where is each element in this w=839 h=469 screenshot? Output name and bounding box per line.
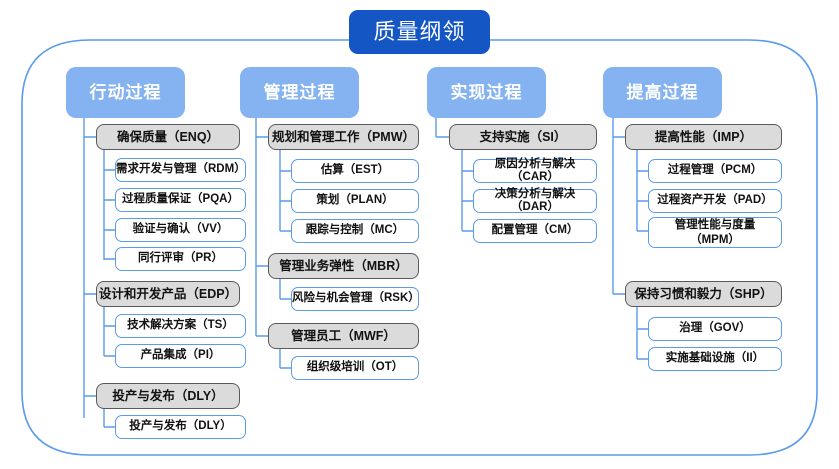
leaf-box-dly[interactable]: 投产与发布（DLY） — [115, 415, 246, 439]
col1-group1-spine — [103, 148, 115, 260]
col4-group1-spine — [636, 148, 648, 232]
col2-group2-spine — [279, 277, 291, 300]
column-header-improvement-process[interactable]: 提高过程 — [603, 67, 722, 118]
group-box-shp[interactable]: 保持习惯和毅力（SHP） — [625, 281, 782, 307]
leaf-box-vv[interactable]: 验证与确认（VV） — [115, 218, 246, 242]
leaf-box-pi[interactable]: 产品集成（PI） — [115, 344, 246, 368]
group-box-mwf[interactable]: 管理员工（MWF） — [268, 323, 419, 349]
column-header-action-process[interactable]: 行动过程 — [66, 67, 185, 118]
diagram-root-title: 质量纲领 — [349, 10, 490, 54]
column-header-management-process[interactable]: 管理过程 — [240, 67, 359, 118]
leaf-box-ii[interactable]: 实施基础设施（II） — [648, 347, 782, 371]
col1-group3-spine — [103, 407, 115, 428]
group-box-pmw[interactable]: 规划和管理工作（PMW） — [268, 124, 419, 150]
leaf-box-pr[interactable]: 同行评审（PR） — [115, 247, 246, 271]
group-box-mbr[interactable]: 管理业务弹性（MBR） — [268, 253, 419, 279]
leaf-box-pad[interactable]: 过程资产开发（PAD） — [648, 189, 782, 213]
leaf-box-rdm[interactable]: 需求开发与管理（RDM） — [115, 158, 246, 182]
col4-spine — [612, 118, 625, 295]
group-box-enq[interactable]: 确保质量（ENQ） — [96, 124, 240, 150]
leaf-box-dar[interactable]: 决策分析与解决（DAR） — [473, 188, 597, 213]
leaf-box-pcm[interactable]: 过程管理（PCM） — [648, 159, 782, 183]
group-box-edp[interactable]: 设计和开发产品（EDP） — [96, 281, 240, 307]
leaf-box-est[interactable]: 估算（EST） — [291, 159, 419, 183]
col2-group1-spine — [279, 148, 291, 232]
col3-group1-spine — [461, 148, 473, 232]
leaf-box-gov[interactable]: 治理（GOV） — [648, 317, 782, 341]
col2-spine — [255, 118, 268, 337]
leaf-box-plan[interactable]: 策划（PLAN） — [291, 189, 419, 213]
group-box-dly[interactable]: 投产与发布（DLY） — [96, 383, 240, 409]
column-header-realization-process[interactable]: 实现过程 — [427, 67, 546, 118]
col2-group3-spine — [279, 347, 291, 369]
group-box-si[interactable]: 支持实施（SI） — [449, 124, 597, 150]
leaf-box-ts[interactable]: 技术解决方案（TS） — [115, 314, 246, 338]
col3-spine — [435, 118, 449, 138]
group-box-imp[interactable]: 提高性能（IMP） — [625, 124, 782, 150]
leaf-box-mc[interactable]: 跟踪与控制（MC） — [291, 219, 419, 243]
col4-group2-spine — [636, 305, 648, 360]
col1-group2-spine — [103, 305, 115, 357]
leaf-box-rsk[interactable]: 风险与机会管理（RSK） — [291, 287, 420, 311]
leaf-box-pqa[interactable]: 过程质量保证（PQA） — [115, 188, 246, 212]
leaf-box-cm[interactable]: 配置管理（CM） — [473, 219, 597, 243]
leaf-box-ot[interactable]: 组织级培训（OT） — [291, 356, 419, 380]
leaf-box-mpm[interactable]: 管理性能与度量（MPM） — [648, 217, 782, 248]
col1-spine — [83, 118, 96, 418]
leaf-box-car[interactable]: 原因分析与解决（CAR） — [473, 158, 597, 183]
